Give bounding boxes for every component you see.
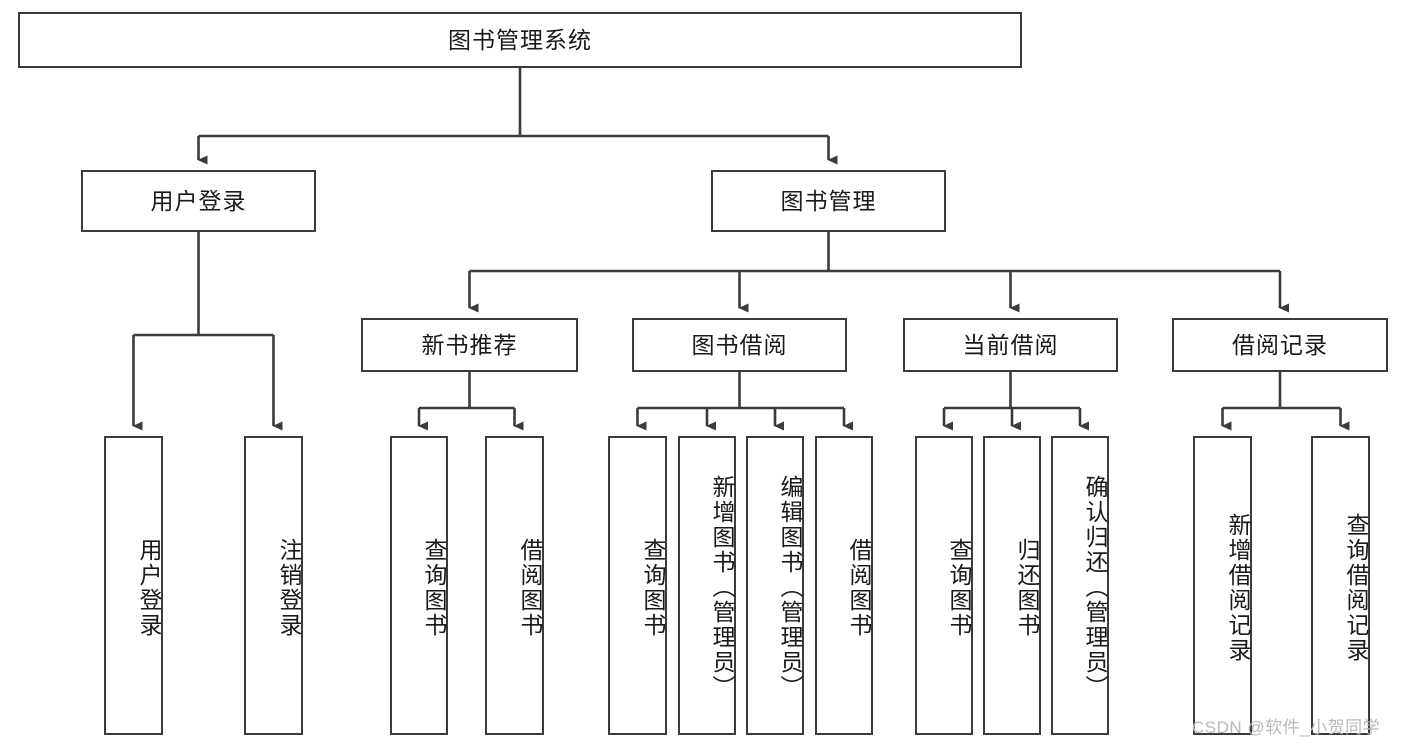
node-label: 用户登录 [136,537,162,638]
node-label: 确认归还（管理员） [1082,475,1108,700]
node-label: 用户登录 [150,187,247,214]
node-leaf-user-login[interactable]: 用户登录 [104,436,163,735]
node-current-borrow[interactable]: 当前借阅 [903,318,1118,372]
node-book-borrow[interactable]: 图书借阅 [632,318,847,372]
node-label: 图书借阅 [691,331,788,358]
node-label: 查询图书 [946,537,972,638]
node-root[interactable]: 图书管理系统 [18,12,1022,68]
node-leaf-user-logout[interactable]: 注销登录 [244,436,303,735]
node-label: 注销登录 [276,537,302,638]
node-leaf-query-book-rec[interactable]: 查询图书 [390,436,448,735]
node-label: 借阅图书 [517,537,543,638]
node-label: 查询图书 [640,537,666,638]
node-label: 借阅图书 [846,537,872,638]
node-leaf-edit-book[interactable]: 编辑图书（管理员） [746,436,804,735]
node-leaf-add-borrow-record[interactable]: 新增借阅记录 [1193,436,1252,735]
node-label: 图书管理 [780,187,877,214]
node-leaf-borrow-book[interactable]: 借阅图书 [815,436,873,735]
node-leaf-borrow-book-rec[interactable]: 借阅图书 [485,436,544,735]
node-label: 新增图书（管理员） [709,475,735,700]
node-user-login[interactable]: 用户登录 [81,170,316,232]
node-leaf-query-book-borrow[interactable]: 查询图书 [608,436,667,735]
node-label: 新书推荐 [421,331,518,358]
node-label: 编辑图书（管理员） [777,475,803,700]
node-label: 查询借阅记录 [1343,512,1369,663]
node-label: 查询图书 [421,537,447,638]
node-book-management[interactable]: 图书管理 [711,170,946,232]
node-new-book-recommend[interactable]: 新书推荐 [361,318,578,372]
node-label: 新增借阅记录 [1225,512,1251,663]
node-label: 当前借阅 [962,331,1059,358]
node-leaf-query-book-cur[interactable]: 查询图书 [915,436,973,735]
node-leaf-return-book[interactable]: 归还图书 [983,436,1041,735]
node-leaf-query-borrow-record[interactable]: 查询借阅记录 [1311,436,1370,735]
node-label: 借阅记录 [1232,331,1328,358]
node-leaf-confirm-return[interactable]: 确认归还（管理员） [1051,436,1109,735]
csdn-watermark: CSDN @软件_小贺同学 [1192,718,1381,737]
node-leaf-add-book[interactable]: 新增图书（管理员） [678,436,736,735]
node-label: 图书管理系统 [448,26,592,53]
node-label: 归还图书 [1014,537,1040,638]
node-borrow-record[interactable]: 借阅记录 [1172,318,1388,372]
